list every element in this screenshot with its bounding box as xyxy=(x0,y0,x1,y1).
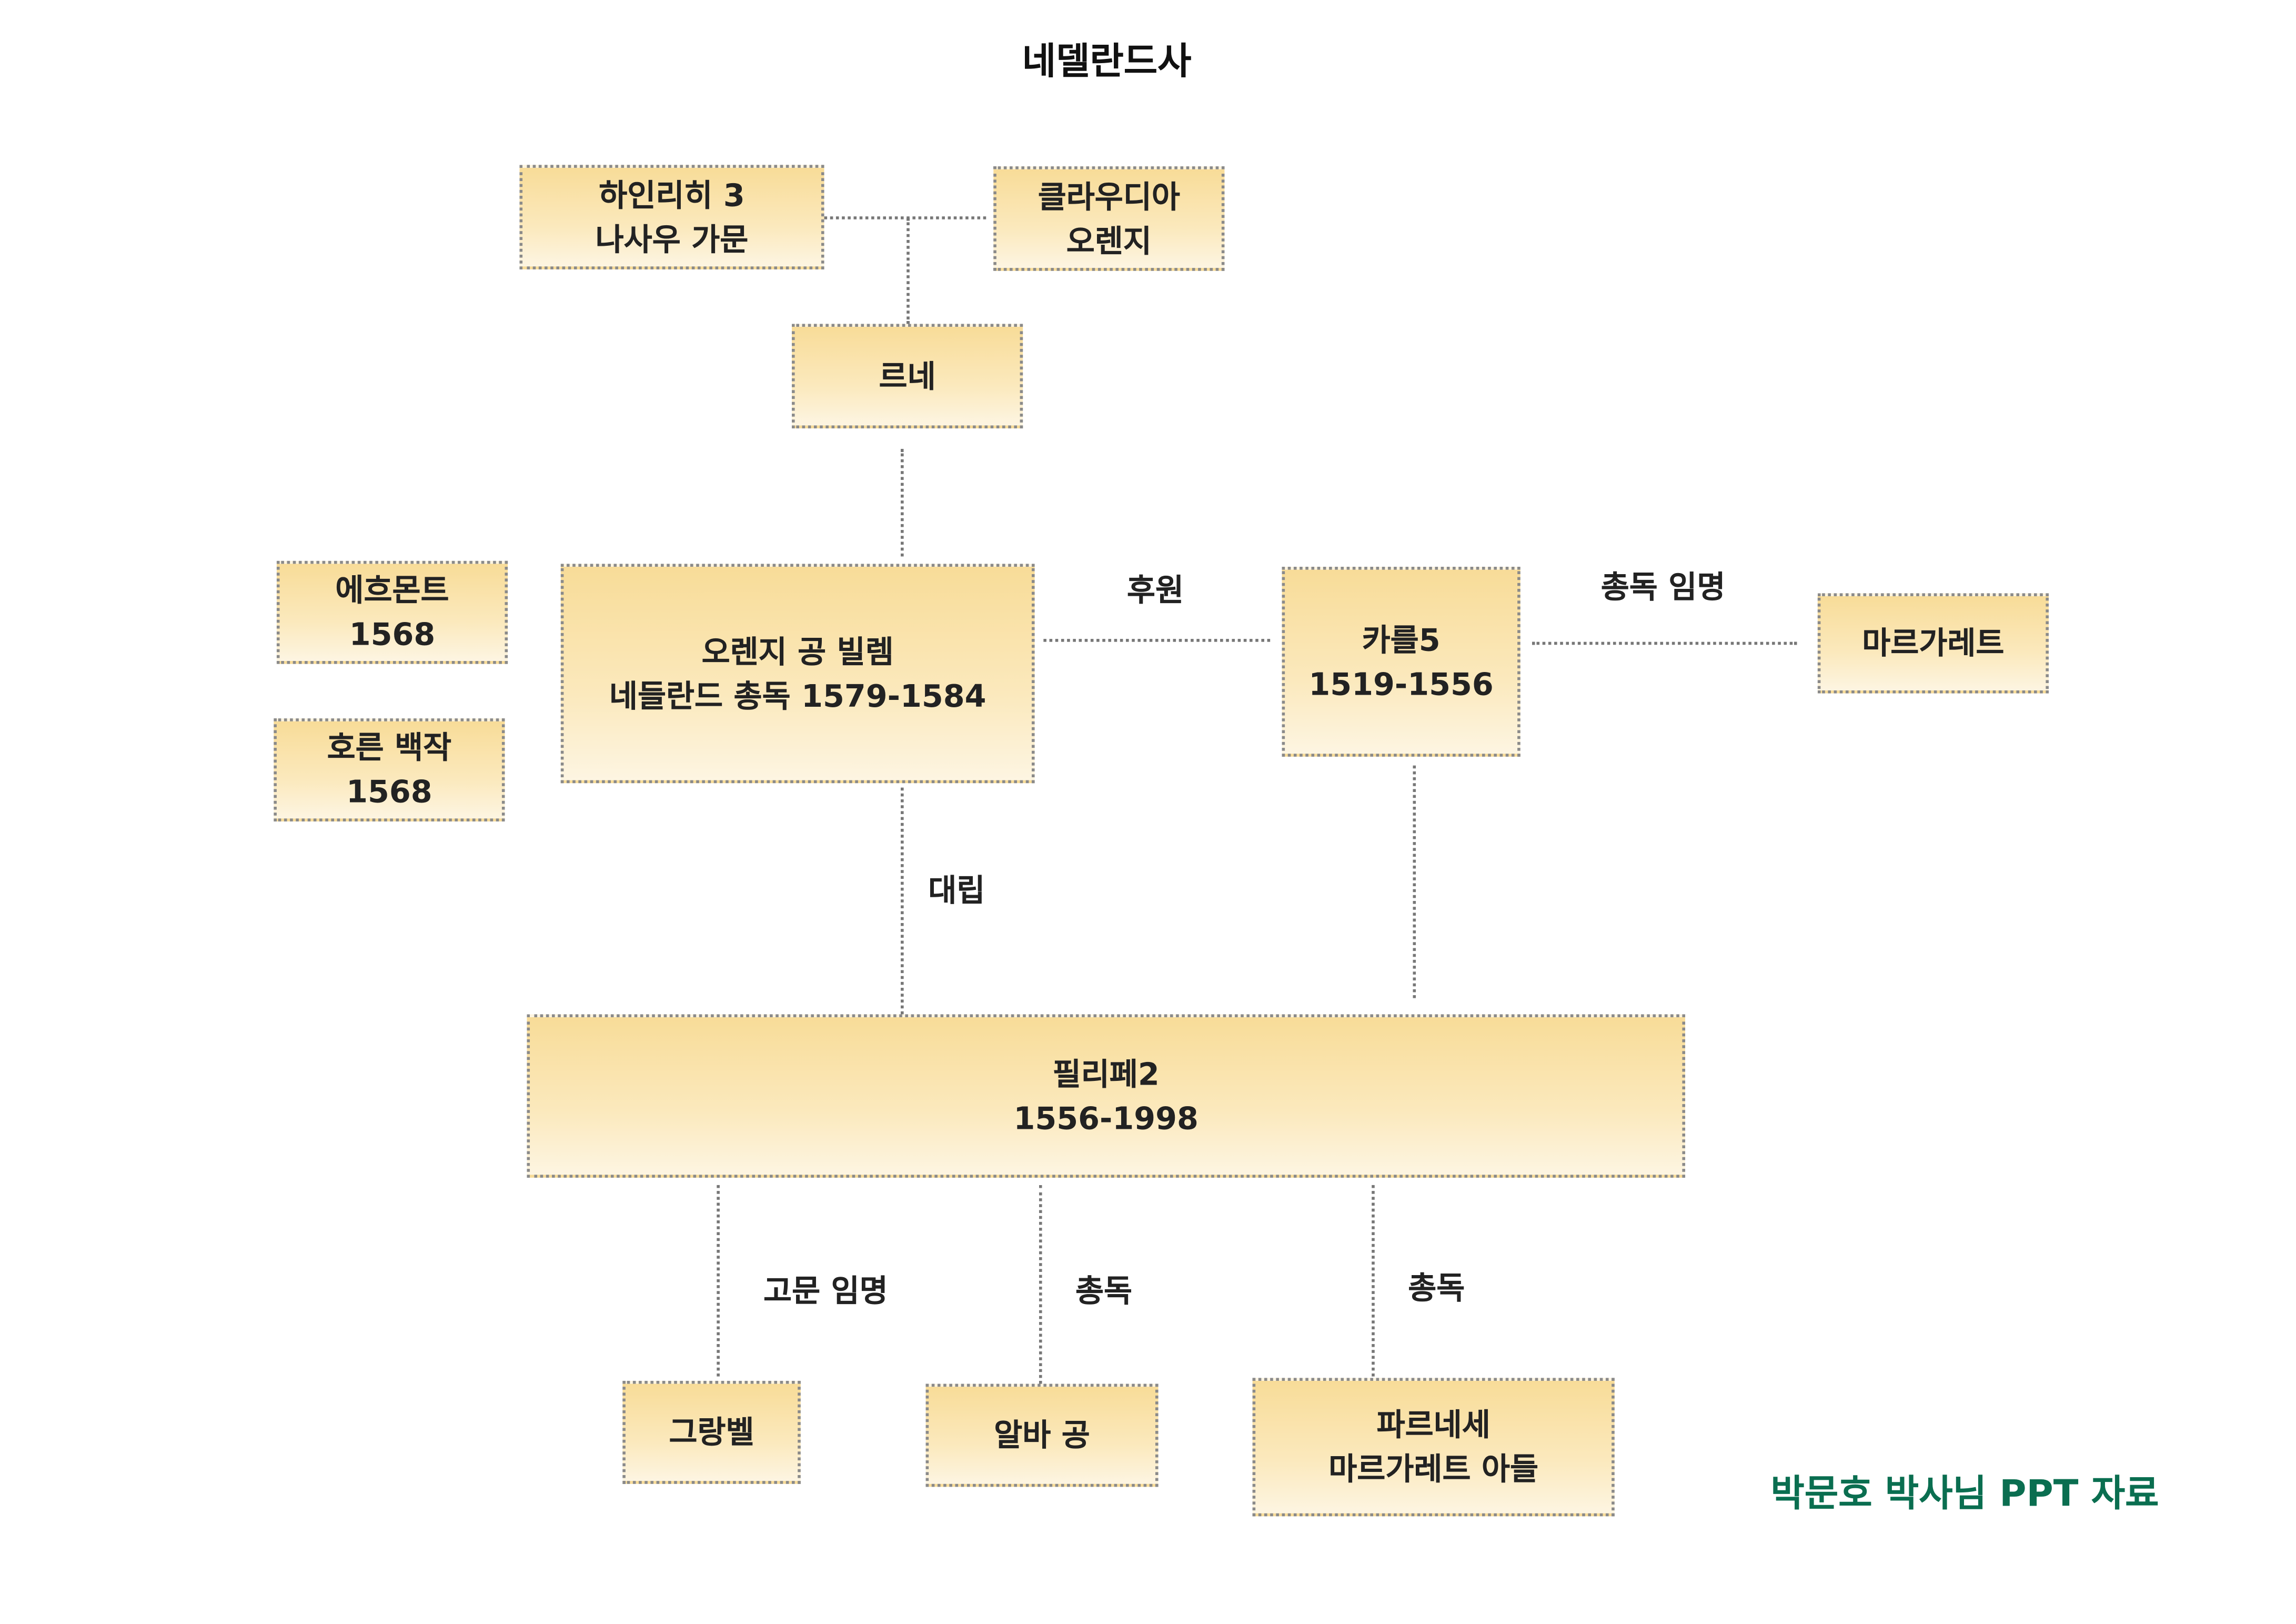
node-heinrich: 하인리히 3 나사우 가문 xyxy=(519,165,824,269)
node-line: 마르가레트 아들 xyxy=(1328,1451,1539,1487)
connector-line xyxy=(907,218,910,324)
edge-label-sponsor: 후원 xyxy=(1126,573,1184,608)
edge-label-appoint-governor: 총독 임명 xyxy=(1600,569,1726,605)
node-alba: 알바 공 xyxy=(925,1384,1159,1487)
node-karl: 카를5 1519-1556 xyxy=(1282,566,1520,757)
edge-label-conflict: 대립 xyxy=(928,873,985,908)
node-line: 그랑벨 xyxy=(669,1415,754,1450)
node-line: 네들란드 총독 1579-1584 xyxy=(609,678,986,714)
node-farnese: 파르네세 마르가레트 아들 xyxy=(1252,1378,1615,1517)
connector-line xyxy=(1532,641,1797,645)
node-line: 나사우 가문 xyxy=(595,222,749,257)
node-margaret: 마르가레트 xyxy=(1817,593,2049,694)
node-line: 파르네세 xyxy=(1376,1407,1491,1443)
edge-label-governor-alba: 총독 xyxy=(1075,1273,1133,1309)
node-line: 1556-1998 xyxy=(1013,1100,1199,1136)
node-line: 클라우디아 xyxy=(1038,178,1180,215)
connector-line xyxy=(824,216,986,219)
node-line: 1519-1556 xyxy=(1308,666,1494,701)
node-line: 에흐몬트 xyxy=(335,573,449,608)
node-rene: 르네 xyxy=(792,324,1023,429)
node-line: 마르가레트 xyxy=(1862,625,2005,661)
diagram-title: 네델란드사 xyxy=(1022,39,1192,83)
connector-line xyxy=(1043,639,1271,642)
node-line: 1568 xyxy=(346,774,432,810)
node-line: 오렌지 공 빌렘 xyxy=(701,634,894,669)
node-willem: 오렌지 공 빌렘 네들란드 총독 1579-1584 xyxy=(560,564,1035,784)
node-egmont: 에흐몬트 1568 xyxy=(276,560,508,664)
node-line: 하인리히 3 xyxy=(599,177,745,213)
connector-line xyxy=(717,1185,720,1377)
node-granvelle: 그랑벨 xyxy=(622,1380,801,1484)
node-claudia: 클라우디아 오렌지 xyxy=(993,166,1225,271)
connector-line xyxy=(901,449,904,557)
node-line: 카를5 xyxy=(1362,621,1441,658)
connector-line xyxy=(901,787,904,1015)
node-line: 알바 공 xyxy=(994,1417,1090,1453)
connector-line xyxy=(1039,1185,1042,1384)
node-line: 호른 백작 xyxy=(327,730,452,766)
node-philip: 필리페2 1556-1998 xyxy=(527,1014,1686,1178)
connector-line xyxy=(1372,1185,1375,1377)
node-line: 필리페2 xyxy=(1052,1056,1160,1092)
node-line: 르네 xyxy=(879,358,936,394)
edge-label-governor-farnese: 총독 xyxy=(1408,1270,1465,1306)
source-credit: 박문호 박사님 PPT 자료 xyxy=(1770,1472,2159,1515)
node-line: 1568 xyxy=(349,617,436,653)
connector-line xyxy=(1413,765,1416,998)
edge-label-appoint-advisor: 고문 임명 xyxy=(763,1273,888,1309)
node-horn: 호른 백작 1568 xyxy=(274,718,505,821)
node-line: 오렌지 xyxy=(1066,223,1152,258)
